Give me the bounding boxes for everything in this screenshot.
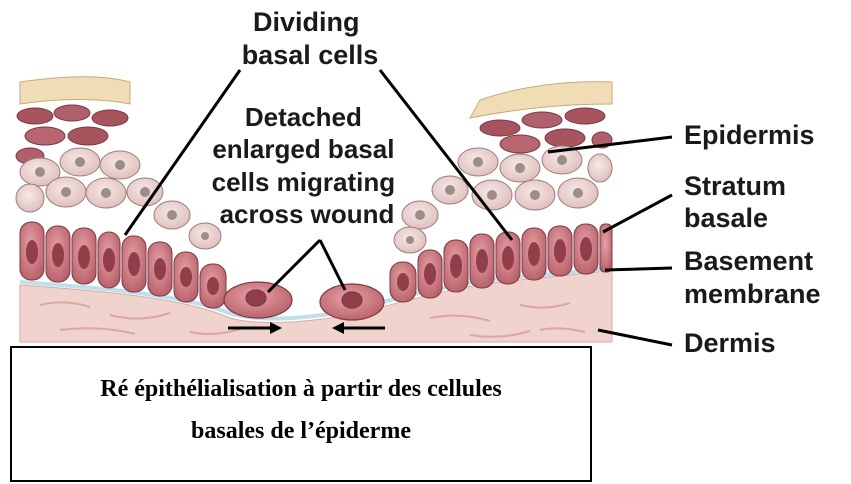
label-dividing-basal-cells: Dividing basal cells	[242, 7, 379, 70]
label-detached-line1: Detached	[245, 102, 362, 132]
label-detached-line2: enlarged basal	[212, 134, 394, 164]
stratum-corneum-left	[20, 77, 130, 104]
caption-line1: Ré épithélialisation à partir des cellul…	[12, 368, 590, 410]
caption-box: Ré épithélialisation à partir des cellul…	[10, 346, 592, 482]
label-stratum-basale: Stratum basale	[684, 171, 794, 233]
label-stratum-line2: basale	[684, 203, 768, 233]
label-basement-line1: Basement	[684, 246, 813, 276]
label-epidermis: Epidermis	[684, 120, 815, 150]
label-basement-membrane: Basement membrane	[684, 246, 821, 309]
label-detached-line3: cells migrating	[212, 167, 396, 197]
label-detached-line4: across wound	[220, 199, 395, 229]
migrating-cells	[224, 282, 384, 320]
label-basement-line2: membrane	[684, 279, 821, 309]
label-dividing-line1: Dividing	[253, 7, 360, 37]
caption-line2: basales de l’épiderme	[12, 410, 590, 452]
label-stratum-line1: Stratum	[684, 171, 786, 201]
label-detached-cells: Detached enlarged basal cells migrating …	[212, 102, 403, 229]
label-dividing-line2: basal cells	[242, 40, 379, 70]
label-dermis: Dermis	[684, 328, 776, 358]
